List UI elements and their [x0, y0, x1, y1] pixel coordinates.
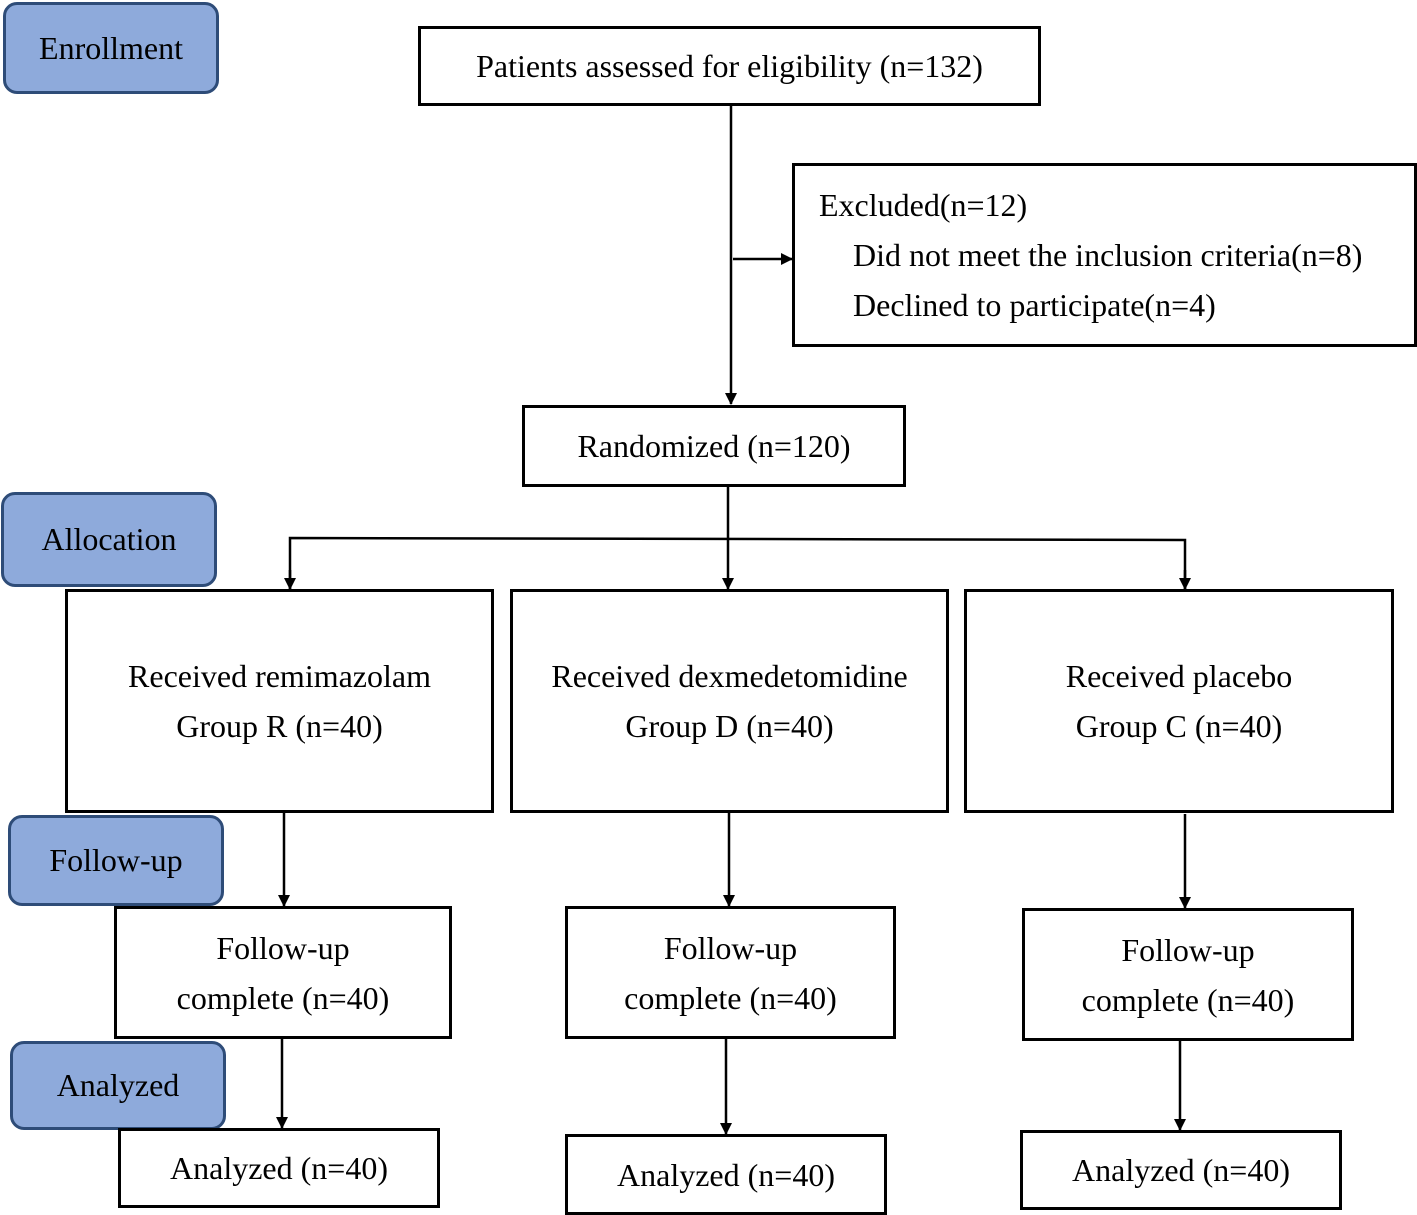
group-d-label: Group D (n=40)	[625, 708, 834, 744]
group-c-received: Received placebo	[1065, 658, 1293, 694]
stage-enrollment: Enrollment	[3, 2, 219, 94]
group-d-received: Received dexmedetomidine	[551, 658, 908, 694]
excluded-reason: Did not meet the inclusion criteria(n=8)	[853, 237, 1363, 273]
randomized-text: Randomized (n=120)	[577, 428, 851, 464]
followup-line1: Follow-up	[663, 929, 798, 966]
stage-followup-label: Follow-up	[49, 842, 183, 878]
analyzed-text: Analyzed (n=40)	[1072, 1152, 1290, 1188]
group-r-label: Group R (n=40)	[176, 708, 383, 744]
stage-allocation-label: Allocation	[41, 521, 177, 557]
analyzed-text: Analyzed (n=40)	[617, 1156, 835, 1193]
excluded-reason: Declined to participate(n=4)	[853, 287, 1216, 323]
stage-allocation: Allocation	[1, 492, 217, 587]
group-c-box: Received placebo Group C (n=40)	[964, 589, 1394, 813]
followup-line2: complete (n=40)	[176, 979, 390, 1016]
group-d-analyzed-box: Analyzed (n=40)	[565, 1134, 887, 1215]
assessed-box: Patients assessed for eligibility (n=132…	[418, 26, 1041, 106]
group-r-received: Received remimazolam	[128, 658, 431, 694]
group-d-followup-box: Follow-up complete (n=40)	[565, 906, 896, 1039]
followup-line2: complete (n=40)	[1081, 981, 1295, 1018]
group-d-box: Received dexmedetomidine Group D (n=40)	[510, 589, 949, 813]
group-c-analyzed-box: Analyzed (n=40)	[1020, 1130, 1342, 1210]
line-allocation-branch	[288, 536, 1187, 589]
analyzed-text: Analyzed (n=40)	[170, 1150, 388, 1186]
stage-analyzed-label: Analyzed	[56, 1067, 180, 1103]
group-c-followup-box: Follow-up complete (n=40)	[1022, 908, 1354, 1041]
followup-line2: complete (n=40)	[624, 979, 837, 1016]
stage-followup: Follow-up	[8, 815, 224, 906]
group-r-followup-box: Follow-up complete (n=40)	[114, 906, 452, 1039]
randomized-box: Randomized (n=120)	[522, 405, 906, 487]
stage-enrollment-label: Enrollment	[39, 29, 183, 66]
group-r-box: Received remimazolam Group R (n=40)	[65, 589, 494, 813]
followup-line1: Follow-up	[1121, 931, 1255, 968]
excluded-title: Excluded(n=12)	[819, 187, 1028, 223]
followup-line1: Follow-up	[216, 929, 350, 966]
excluded-box: Excluded(n=12) Did not meet the inclusio…	[792, 163, 1417, 347]
assessed-text: Patients assessed for eligibility (n=132…	[476, 48, 983, 84]
stage-analyzed: Analyzed	[10, 1041, 226, 1130]
group-c-label: Group C (n=40)	[1075, 708, 1283, 744]
group-r-analyzed-box: Analyzed (n=40)	[118, 1128, 440, 1208]
